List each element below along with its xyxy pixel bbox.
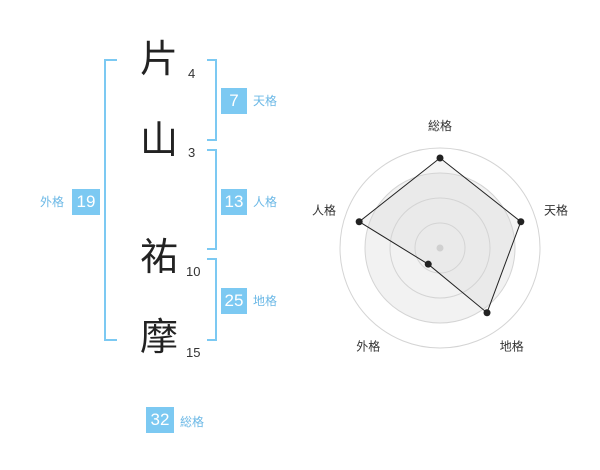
radar-axis-label-3: 地格 <box>500 339 524 354</box>
jinkaku-bracket <box>207 149 217 250</box>
radar-axis-label-4: 外格 <box>356 339 380 354</box>
soukaku-badge: 32 <box>146 407 174 433</box>
stroke-count-1: 4 <box>188 66 196 81</box>
radar-point-5 <box>355 218 363 226</box>
jinkaku-label: 人格 <box>253 195 278 209</box>
chikaku-badge: 25 <box>221 288 247 314</box>
name-char-2: 山 <box>140 118 179 162</box>
chikaku-label: 地格 <box>253 294 278 308</box>
tenkaku-bracket <box>207 59 217 141</box>
radar-point-4 <box>424 260 432 268</box>
radar-point-3 <box>483 309 491 317</box>
radar-ring <box>339 147 541 349</box>
radar-point-1 <box>436 154 444 162</box>
stroke-count-4: 15 <box>186 345 201 360</box>
radar-axis-label-5: 人格 <box>312 202 336 217</box>
radar-series-polygon <box>358 157 522 314</box>
soukaku-label: 総格 <box>180 415 205 429</box>
chikaku-bracket <box>207 258 217 341</box>
tenkaku-badge: 7 <box>221 88 247 114</box>
gaikaku-badge: 19 <box>72 189 100 215</box>
radar-ring <box>389 197 491 299</box>
name-char-4: 摩 <box>140 315 179 359</box>
name-char-1: 片 <box>140 37 179 81</box>
jinkaku-badge: 13 <box>221 189 247 215</box>
gaikaku-bracket <box>104 59 117 341</box>
radar-axis-label-2: 天格 <box>544 202 568 217</box>
radar-ring <box>414 222 466 274</box>
tenkaku-label: 天格 <box>253 94 278 108</box>
gaikaku-label: 外格 <box>40 195 65 209</box>
radar-axis-label-1: 総格 <box>428 118 452 133</box>
stroke-count-3: 10 <box>186 264 201 279</box>
name-char-3: 祐 <box>140 235 179 279</box>
radar-point-2 <box>517 218 525 226</box>
radar-ring <box>364 172 516 324</box>
radar-center-dot <box>436 244 444 252</box>
stroke-count-2: 3 <box>188 145 196 160</box>
